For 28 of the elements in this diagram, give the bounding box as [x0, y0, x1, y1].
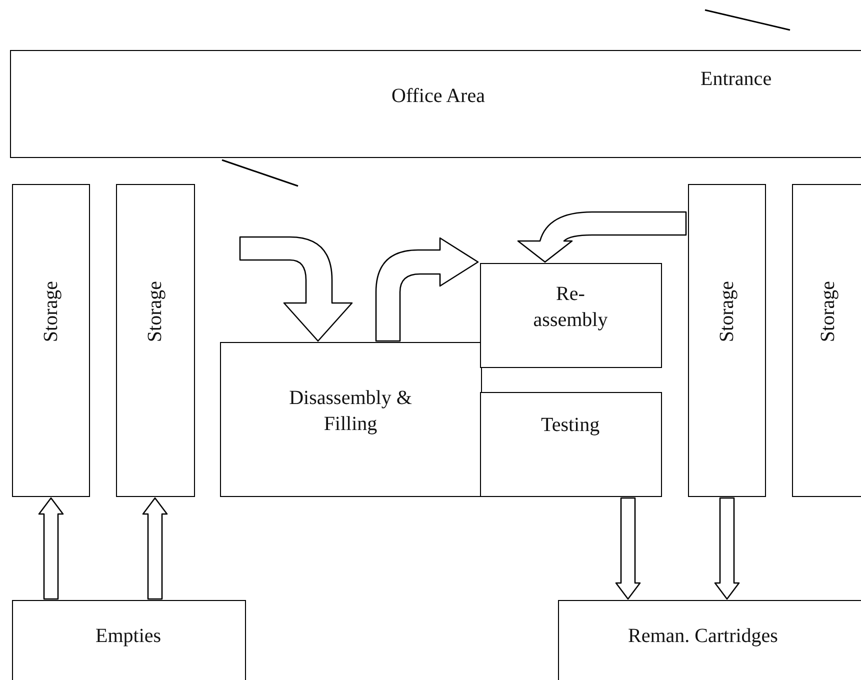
block-arrow: [375, 237, 479, 342]
block-arrow: [615, 497, 641, 600]
storage-area: [12, 184, 90, 497]
area-label: Disassembly & Filling: [288, 386, 413, 436]
storage-area: [792, 184, 861, 497]
block-arrow: [714, 497, 740, 600]
block-arrow: [142, 497, 168, 600]
area-label: Empties: [96, 624, 162, 649]
office-area-room: [10, 50, 861, 158]
shipping-area: [558, 600, 861, 680]
room-label: Office Area: [392, 84, 485, 109]
block-arrow: [517, 211, 687, 263]
area-label: Storage: [38, 281, 62, 342]
process-area: [220, 342, 482, 497]
area-label: Reman. Cartridges: [628, 624, 778, 649]
entrance-label: Entrance: [700, 67, 772, 92]
process-area: [480, 392, 662, 497]
block-arrow: [239, 236, 353, 342]
area-label: Testing: [541, 413, 600, 438]
process-area: [480, 263, 662, 368]
area-label: Storage: [143, 281, 167, 342]
area-label: Re- assembly: [532, 282, 609, 332]
receiving-area: [12, 600, 246, 680]
block-arrow: [38, 497, 64, 600]
storage-area: [116, 184, 195, 497]
area-label: Storage: [816, 281, 840, 342]
area-label: Storage: [714, 281, 738, 342]
storage-area: [688, 184, 766, 497]
